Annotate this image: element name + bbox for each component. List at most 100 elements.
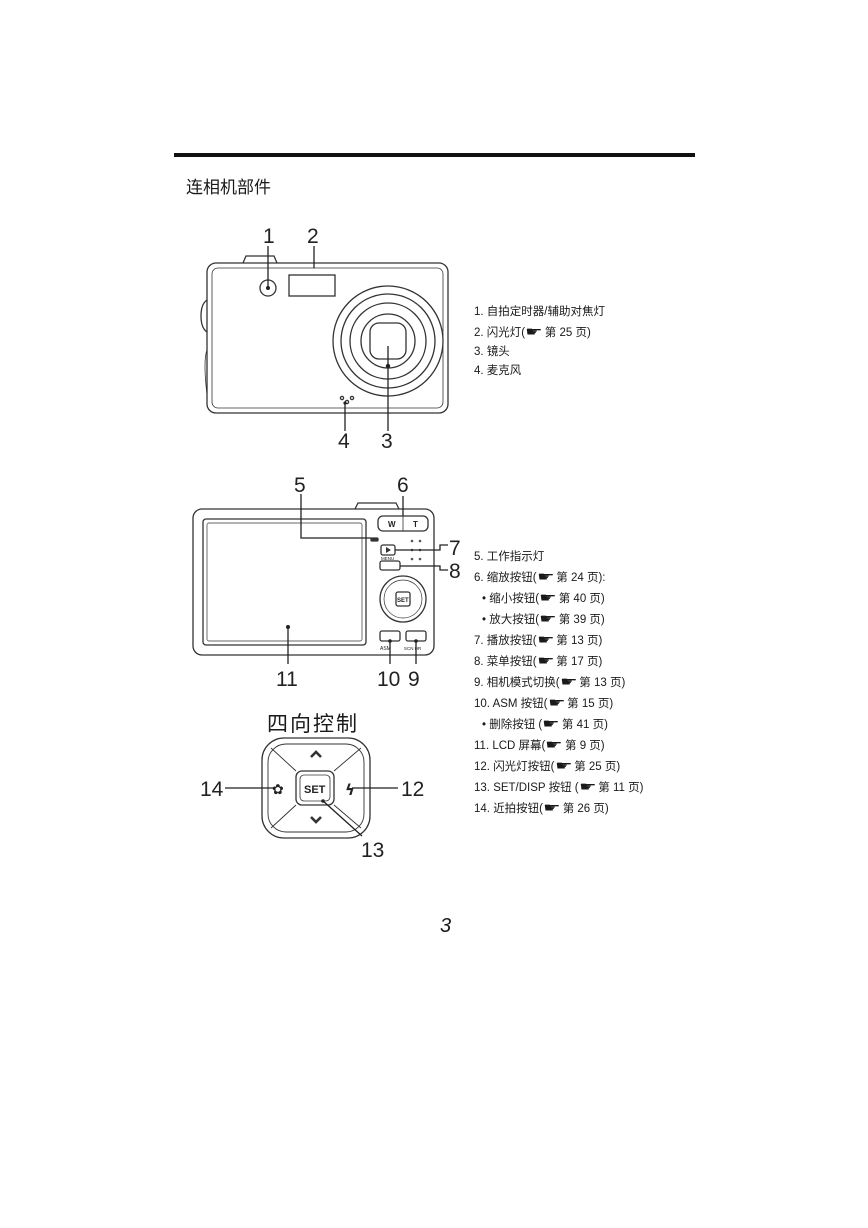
callout-4: 4 — [338, 430, 350, 453]
legend-text: 缩小按钮( — [489, 593, 540, 605]
legend-page-ref: 第 41 页) — [561, 719, 608, 731]
legend-text: 麦克风 — [486, 365, 522, 377]
legend-text: 闪光灯按钮( — [493, 761, 555, 773]
pointing-hand-icon: ☛ — [543, 800, 561, 815]
set-label: SET — [304, 784, 326, 796]
dpad-small — [379, 575, 427, 623]
lcd-screen — [202, 518, 367, 646]
legend-page-ref: 第 40 页) — [558, 593, 605, 605]
callout-13: 13 — [361, 839, 384, 862]
pointing-hand-icon: ☛ — [559, 674, 578, 689]
play-icon — [386, 547, 391, 553]
callout-3: 3 — [381, 430, 393, 453]
legend-number: 1. — [474, 306, 487, 318]
up-arrow-icon — [310, 750, 322, 758]
pointing-hand-icon: ☛ — [539, 611, 557, 626]
legend-number: 3. — [474, 346, 487, 358]
legend-item: 13. SET/DISP 按钮 (☛第 11 页) — [474, 777, 643, 798]
legend-page-ref: 第 25 页) — [544, 327, 591, 339]
pointing-hand-icon: ☛ — [554, 758, 573, 773]
legend-text: SET/DISP 按钮 ( — [493, 782, 579, 794]
legend-text: 播放按钮( — [486, 635, 537, 647]
flash-window-icon — [288, 274, 336, 297]
legend-number: 13. — [474, 782, 494, 794]
down-arrow-icon — [310, 816, 322, 824]
callout-11: 11 — [276, 668, 298, 691]
pointing-hand-icon: ☛ — [536, 653, 555, 668]
legend-text: 镜头 — [486, 346, 510, 358]
legend-item: 11. LCD 屏幕(☛第 9 页) — [474, 735, 643, 756]
callout-5: 5 — [294, 474, 306, 497]
pointing-hand-icon: ☛ — [536, 632, 555, 647]
scn-label: SCN HR — [404, 646, 422, 651]
legend-page-ref: 第 9 页) — [565, 740, 605, 752]
callout-8: 8 — [449, 560, 461, 583]
legend-number: 5. — [474, 551, 487, 563]
menu-label: MENU — [381, 556, 394, 561]
legend-text: 工作指示灯 — [486, 551, 545, 563]
header-rule — [174, 153, 695, 157]
callout-6: 6 — [397, 474, 409, 497]
pointing-hand-icon: ☛ — [545, 737, 563, 752]
camera-back-view — [192, 494, 448, 664]
legend-item: 6. 缩放按钮(☛第 24 页): — [474, 567, 643, 588]
legend-page-ref: 第 13 页) — [579, 677, 626, 689]
legend-item: 5. 工作指示灯 — [474, 548, 643, 567]
dpad-large — [225, 737, 398, 839]
legend-item: 3. 镜头 — [474, 343, 605, 362]
camera-front-view — [200, 246, 449, 431]
legend-text: 近拍按钮( — [493, 803, 544, 815]
legend-item: 4. 麦克风 — [474, 362, 605, 381]
legend-item: • 放大按钮(☛第 39 页) — [474, 609, 643, 630]
callout-12: 12 — [401, 778, 424, 801]
macro-icon: ✿ — [272, 782, 284, 798]
legend-text: 自拍定时器/辅助对焦灯 — [486, 306, 605, 318]
pointing-hand-icon: ☛ — [525, 324, 543, 339]
legend-number: 11. — [474, 740, 493, 752]
legend-number: 12. — [474, 761, 494, 773]
legend-page-ref: 第 39 页) — [558, 614, 605, 626]
legend-text: LCD 屏幕( — [492, 740, 546, 752]
pointing-hand-icon: ☛ — [578, 779, 597, 794]
legend-item: • 缩小按钮(☛第 40 页) — [474, 588, 643, 609]
pointing-hand-icon: ☛ — [547, 695, 566, 710]
page-number: 3 — [440, 915, 452, 937]
callout-10: 10 — [377, 668, 400, 691]
legend-text: 缩放按钮( — [486, 572, 537, 584]
asm-label: ASM — [380, 646, 391, 652]
section-title: 连相机部件 — [186, 178, 271, 198]
legend-page-ref: 第 11 页) — [598, 782, 644, 794]
callout-7: 7 — [449, 537, 461, 560]
legend-number: 14. — [474, 803, 494, 815]
legend-item: 7. 播放按钮(☛第 13 页) — [474, 630, 643, 651]
legend-number: 10. — [474, 698, 493, 710]
legend-number: • — [482, 593, 490, 605]
legend-item: 2. 闪光灯(☛第 25 页) — [474, 322, 605, 343]
legend-page-ref: 第 17 页) — [556, 656, 603, 668]
zoom-w-label: W — [388, 520, 396, 529]
zoom-t-label: T — [413, 520, 418, 529]
legend-text: 相机模式切换( — [486, 677, 560, 689]
legend-number: 8. — [474, 656, 487, 668]
legend-number: • — [482, 614, 490, 626]
legend-item: • 删除按钮 (☛第 41 页) — [474, 714, 643, 735]
legend-item: 8. 菜单按钮(☛第 17 页) — [474, 651, 643, 672]
legend-page-ref: 第 24 页): — [556, 572, 606, 584]
legend-item: 1. 自拍定时器/辅助对焦灯 — [474, 303, 605, 322]
pointing-hand-icon: ☛ — [536, 569, 555, 584]
legend-page-ref: 第 15 页) — [567, 698, 614, 710]
legend-text: 菜单按钮( — [486, 656, 537, 668]
flash-icon: ϟ — [345, 781, 355, 799]
legend-text: 删除按钮 ( — [489, 719, 543, 731]
microphone-icon — [339, 395, 345, 401]
pointing-hand-icon: ☛ — [539, 590, 557, 605]
legend-item: 9. 相机模式切换(☛第 13 页) — [474, 672, 643, 693]
callout-9: 9 — [408, 668, 420, 691]
legend-text: 闪光灯( — [486, 327, 526, 339]
menu-button — [379, 560, 401, 571]
legend-number: 6. — [474, 572, 487, 584]
legend-page-ref: 第 26 页) — [562, 803, 609, 815]
dpad-title: 四向控制 — [267, 712, 359, 736]
